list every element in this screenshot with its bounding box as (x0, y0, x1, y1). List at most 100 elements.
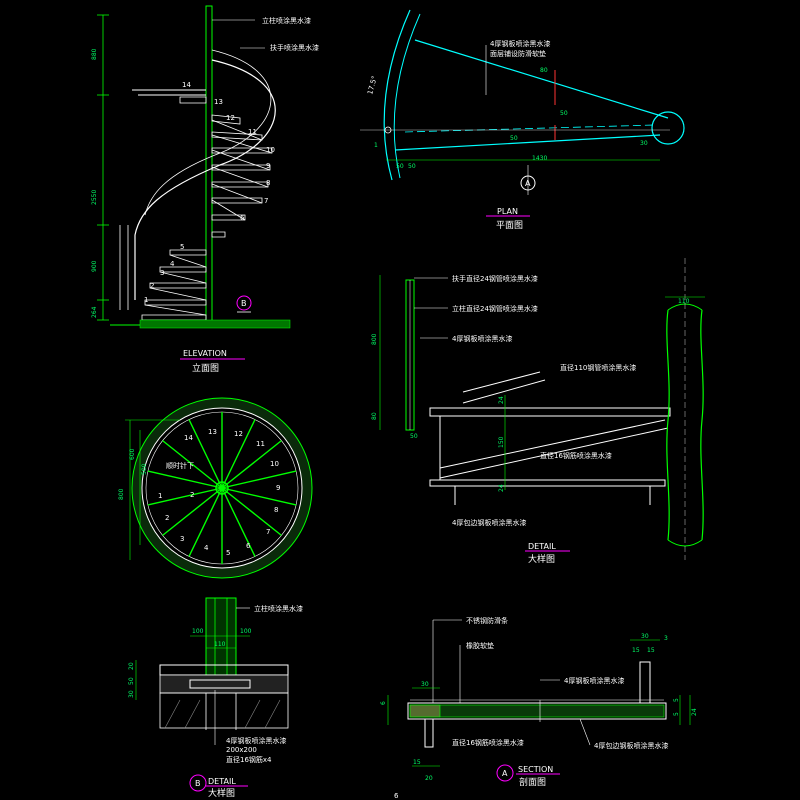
plan-dim-50a: 50 (396, 163, 404, 170)
detail-large-view: 800 80 24 150 24 50 110 扶手直径24钢管喷涂黑水漆 立柱… (371, 258, 705, 565)
elev-step-2: 2 (150, 282, 154, 290)
elev-step-8: 8 (266, 179, 270, 187)
elevation-treads (141, 96, 273, 321)
round-step-13: 13 (208, 428, 217, 436)
plan-lower-edge (394, 134, 661, 151)
elev-step-9: 9 (266, 162, 270, 170)
round-plan-spoke (162, 487, 223, 536)
plan-dim-angle: 17.5° (366, 75, 379, 96)
detail-callout-handrail: 扶手直径24钢管喷涂黑水漆 (452, 274, 538, 283)
round-plan-spoke (147, 470, 223, 489)
plan-upper-edge (414, 39, 669, 119)
section-dim-3: 3 (664, 635, 668, 642)
detail-large-title: DETAIL (528, 542, 556, 551)
elev-step-14: 14 (182, 81, 191, 89)
round-plan-view: 800 600 500 顺时针下 2 14 13 12 11 10 9 8 7 … (118, 397, 313, 579)
round-step-14: 14 (184, 434, 193, 442)
plan-column-circle (651, 111, 685, 145)
round-step-11: 11 (256, 440, 265, 448)
plan-dim-50d: 50 (560, 110, 568, 117)
detail-dim-50: 50 (410, 433, 418, 440)
detail-b-dim-110: 110 (214, 641, 226, 648)
round-center-label: 2 (190, 491, 194, 499)
detail-b-hatch (164, 699, 281, 729)
section-callout-rubber: 橡胶软垫 (466, 641, 494, 650)
plan-dim-1: 1 (374, 142, 378, 149)
detail-dim-150: 150 (498, 436, 505, 448)
detail-b-dim-50: 50 (128, 677, 135, 685)
section-dim-15a: 15 (632, 647, 640, 654)
detail-b-callout-column: 立柱喷涂黑水漆 (254, 604, 303, 613)
plan-dim-50c: 50 (510, 135, 518, 142)
plan-callout-plate: 4厚钢板喷涂黑水漆 (490, 39, 550, 48)
detail-b-slab (159, 674, 289, 694)
round-plan-spoke (221, 487, 256, 557)
plan-title: PLAN (497, 207, 518, 216)
elev-step-12: 12 (226, 114, 235, 122)
round-step-8: 8 (274, 506, 278, 514)
round-dim-800: 800 (118, 488, 125, 500)
section-dim-30c: 20 (425, 775, 433, 782)
round-plan-spoke (147, 487, 223, 506)
elev-callout-handrail: 扶手喷涂黑水漆 (270, 43, 319, 52)
elev-step-11: 11 (248, 128, 257, 136)
detail-dim-24b: 24 (498, 484, 505, 492)
detail-b-dim-100a: 100 (192, 628, 204, 635)
round-plan-spoke (221, 419, 256, 489)
detail-callout-column: 直径110钢管喷涂黑水漆 (560, 363, 636, 372)
detail-dim-110: 110 (678, 298, 690, 305)
round-step-1: 1 (158, 492, 162, 500)
section-dim-5b: 5 (673, 712, 680, 716)
detail-b-marker (189, 774, 207, 792)
elev-step-1: 1 (144, 296, 148, 304)
section-dim-30b: 30 (641, 633, 649, 640)
section-a-title-cn: 剖面图 (519, 776, 546, 788)
detail-dim-24a: 24 (498, 396, 505, 404)
detail-dim-80: 80 (371, 412, 378, 420)
svg-text:B: B (195, 779, 201, 788)
elev-step-7: 7 (264, 197, 268, 205)
plan-dim-1430: 1430 (532, 155, 547, 162)
plan-callout-pad: 面层铺设防滑软垫 (490, 49, 546, 58)
detail-column-right (700, 309, 704, 541)
detail-column-left (666, 309, 670, 541)
elev-callout-column: 立柱喷涂黑水漆 (262, 16, 311, 25)
round-plan-column (215, 481, 229, 495)
elev-step-3: 3 (160, 269, 164, 277)
elev-step-13: 13 (214, 98, 223, 106)
plan-dim-30: 30 (640, 140, 648, 147)
round-step-5: 5 (226, 549, 230, 557)
section-a-tread (407, 702, 667, 720)
round-dim-500: 500 (141, 463, 148, 475)
section-callout-rebar: 直径16钢筋喷涂黑水漆 (452, 738, 524, 747)
detail-callout-edge: 4厚包边钢板喷涂黑水漆 (452, 518, 526, 527)
round-step-9: 9 (276, 484, 280, 492)
detail-tread (429, 407, 671, 417)
round-dim-600: 600 (129, 448, 136, 460)
section-a-rebar (424, 718, 434, 748)
section-a-title: SECTION (518, 765, 553, 774)
round-plan-spoke (221, 487, 282, 536)
detail-b-title: DETAIL (208, 777, 236, 786)
plan-dim-50b: 50 (408, 163, 416, 170)
round-plan-spokes (147, 412, 297, 564)
round-step-2: 2 (165, 514, 169, 522)
round-plan-spoke (221, 487, 297, 506)
detail-b-dim-20: 20 (128, 662, 135, 670)
elev-dim-2550: 2550 (91, 190, 98, 205)
plan-title-cn: 平面图 (496, 220, 523, 231)
plan-view: 17.5° 1430 50 50 80 1 50 50 30 4厚钢板喷涂黑水漆… (360, 9, 685, 231)
central-column (205, 5, 213, 325)
detail-b-dim-100b: 100 (240, 628, 252, 635)
elev-step-5: 5 (180, 243, 184, 251)
elev-title-cn: 立面图 (192, 362, 219, 374)
section-dim-15c: 15 (413, 759, 421, 766)
round-plan-spoke (162, 440, 223, 489)
elev-marker-b (236, 295, 252, 311)
round-step-12: 12 (234, 430, 243, 438)
svg-text:B: B (241, 299, 247, 308)
section-callout-edge: 4厚包边钢板喷涂黑水漆 (594, 741, 668, 750)
section-dim-6: 6 (380, 701, 387, 705)
